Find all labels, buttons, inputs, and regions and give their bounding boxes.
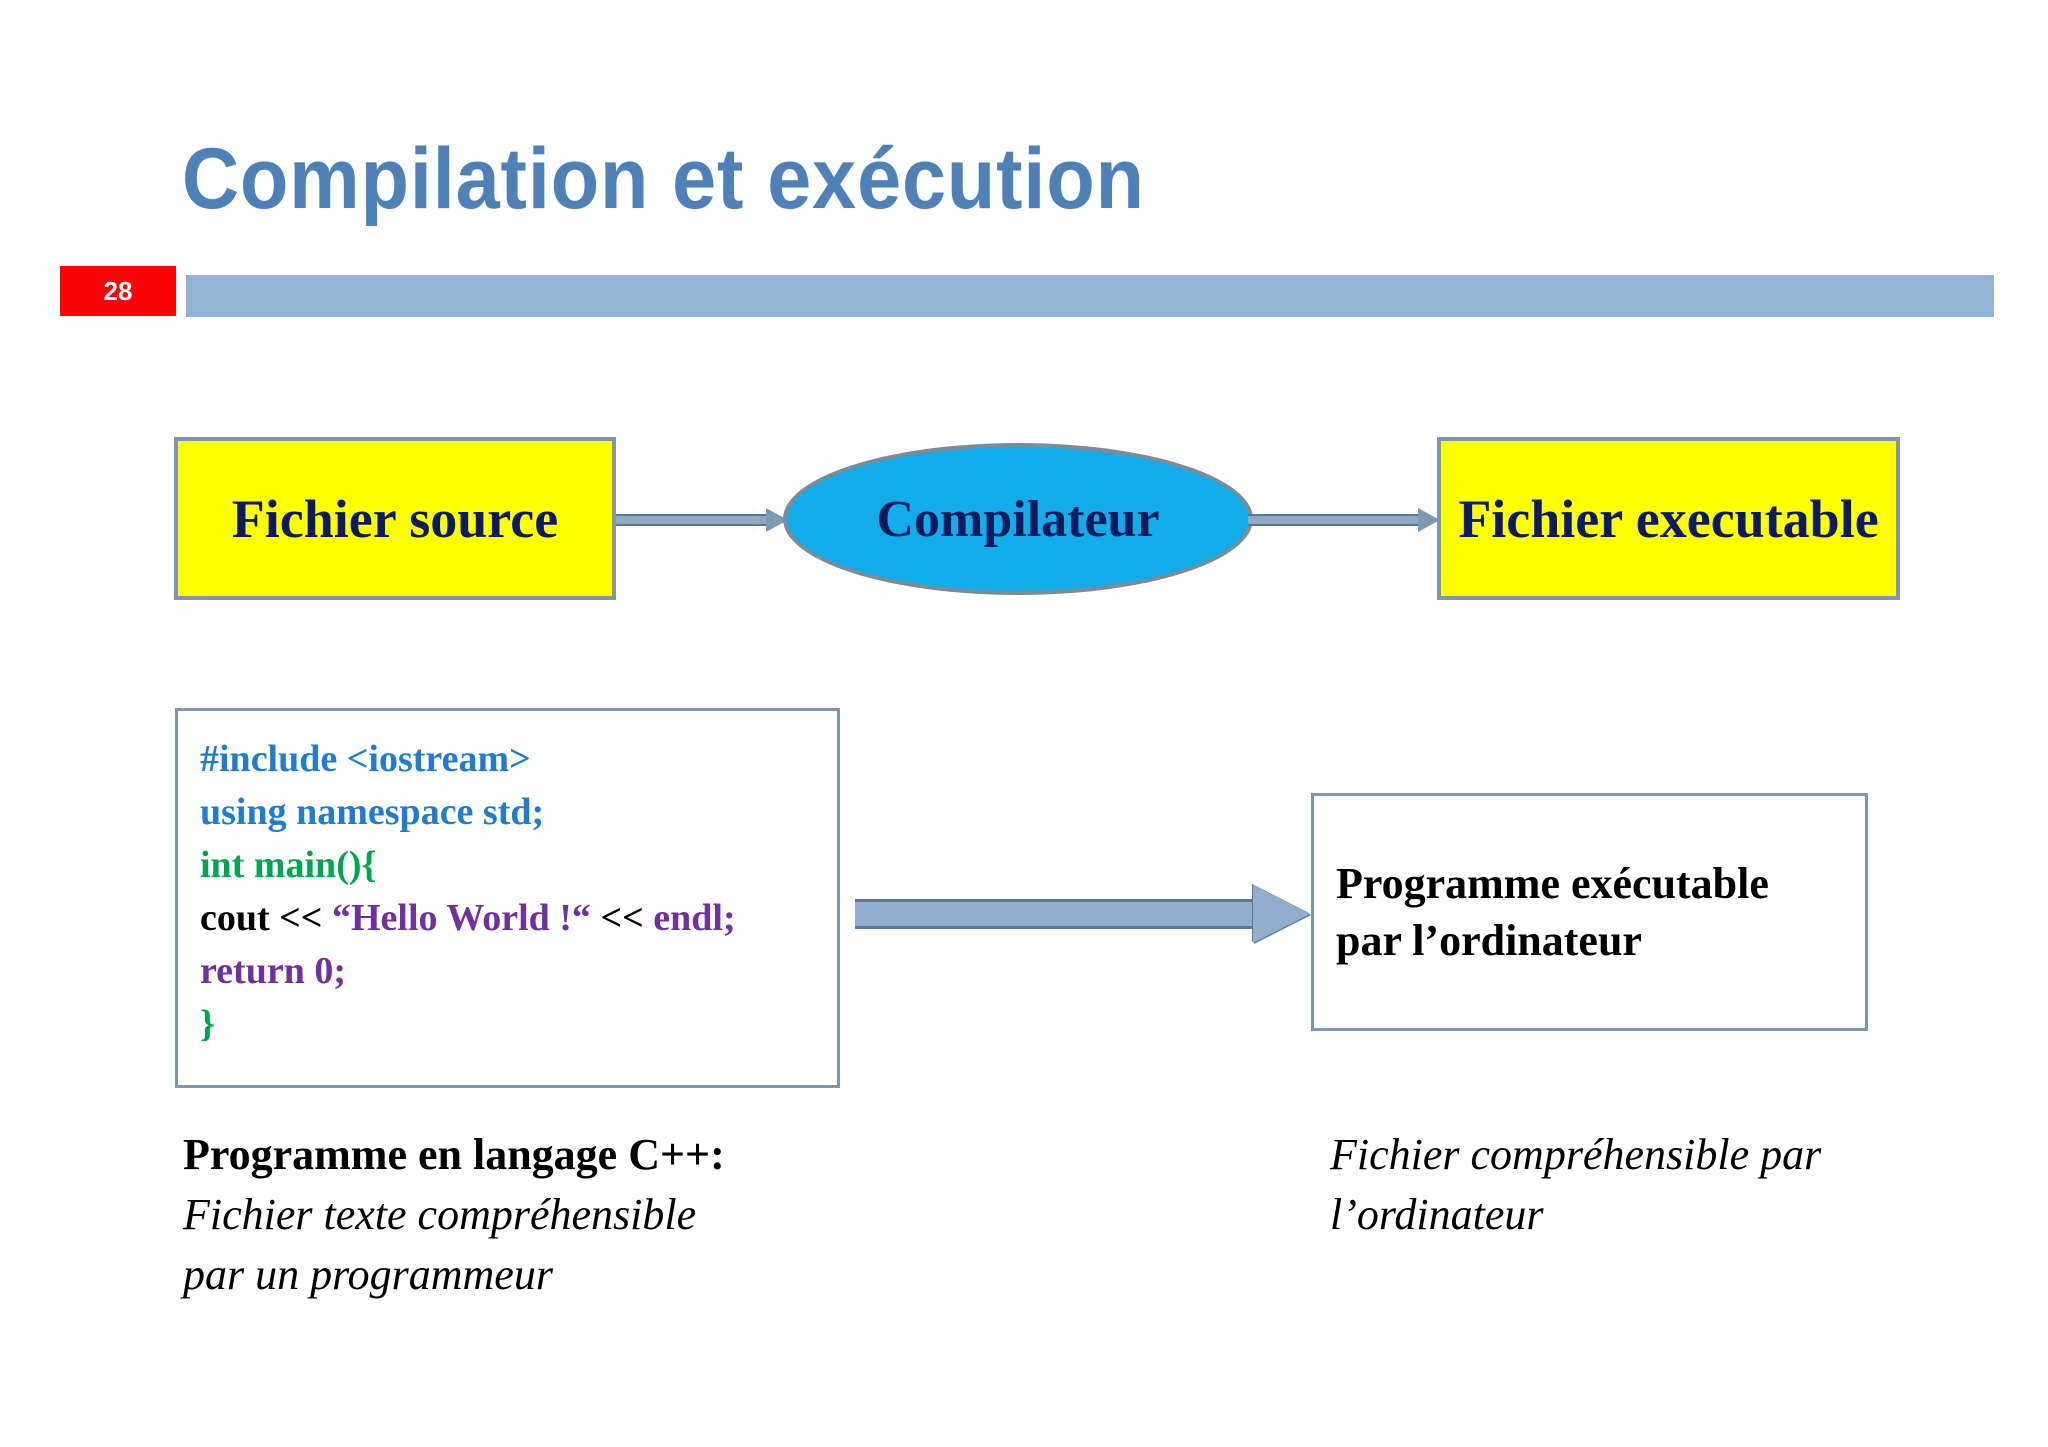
code-token: return 0; (200, 950, 346, 992)
title-underline-bar (186, 275, 1994, 317)
flow-ellipse-compiler-label: Compilateur (876, 490, 1160, 548)
code-line: using namespace std; (200, 786, 837, 839)
caption-executable-program: Fichier compréhensible par l’ordinateur (1330, 1125, 1990, 1245)
output-program-line-1: Programme exécutable (1336, 859, 1769, 908)
flow-box-executable-file-label: Fichier executable (1458, 488, 1879, 549)
caption-left-heading: Programme en langage C++: (183, 1130, 725, 1179)
code-token: using namespace std; (200, 791, 545, 833)
flow-box-source-file-label: Fichier source (231, 488, 559, 549)
code-token: “Hello World !“ (331, 897, 591, 939)
output-program-line-2: par l’ordinateur (1336, 916, 1642, 965)
arrow-shaft (616, 514, 768, 526)
arrow-head (1418, 508, 1440, 532)
code-line: return 0; (200, 945, 837, 998)
caption-left-line-2: par un programmeur (183, 1250, 553, 1299)
output-program-box: Programme exécutable par l’ordinateur (1311, 793, 1868, 1031)
arrow-head (766, 508, 788, 532)
arrow-source-to-compiler-icon (616, 508, 788, 532)
slide-number-badge: 28 (60, 266, 176, 316)
code-token: int main(){ (200, 844, 377, 886)
arrow-code-to-program-icon (855, 885, 1310, 943)
flow-ellipse-compiler: Compilateur (783, 443, 1253, 595)
caption-source-program: Programme en langage C++: Fichier texte … (183, 1125, 883, 1305)
code-line: int main(){ (200, 839, 837, 892)
code-sample-box: #include <iostream> using namespace std;… (175, 708, 840, 1088)
arrow-shaft (1248, 514, 1420, 526)
code-token: endl; (653, 897, 736, 939)
code-line: cout << “Hello World !“ << endl; (200, 892, 837, 945)
arrow-shaft (855, 899, 1255, 929)
arrow-head (1253, 885, 1310, 943)
code-token: #include <iostream> (200, 738, 531, 780)
arrow-compiler-to-executable-icon (1248, 508, 1440, 532)
code-token: } (200, 1003, 215, 1045)
page-title: Compilation et exécution (182, 131, 1145, 227)
flow-box-executable-file: Fichier executable (1437, 437, 1900, 600)
code-token: cout << (200, 897, 332, 939)
code-line: #include <iostream> (200, 733, 837, 786)
code-token: << (590, 897, 654, 939)
code-line: } (200, 998, 837, 1051)
caption-right-line-1: Fichier compréhensible par (1330, 1130, 1822, 1179)
caption-right-line-2: l’ordinateur (1330, 1190, 1544, 1239)
caption-left-line-1: Fichier texte compréhensible (183, 1190, 697, 1239)
flow-box-source-file: Fichier source (174, 437, 616, 600)
